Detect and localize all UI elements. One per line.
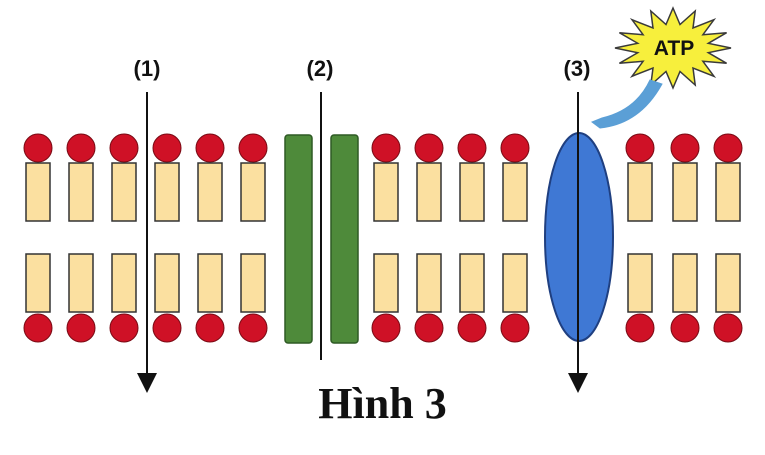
phospholipid-head-top	[713, 133, 743, 163]
phospholipid-tail-top	[154, 162, 180, 222]
phospholipid-head-top	[238, 133, 268, 163]
phospholipid-head-bottom	[500, 313, 530, 343]
phospholipid-tail-top	[373, 162, 399, 222]
starburst-icon	[614, 6, 732, 90]
phospholipid-head-top	[414, 133, 444, 163]
phospholipid-tail-top	[25, 162, 51, 222]
phospholipid-tail-bottom	[672, 253, 698, 313]
phospholipid-head-bottom	[66, 313, 96, 343]
curved-arrow-icon	[590, 79, 663, 129]
phospholipid-tail-bottom	[715, 253, 741, 313]
phospholipid-head-bottom	[238, 313, 268, 343]
phospholipid-tail-top	[627, 162, 653, 222]
phospholipid-head-bottom	[195, 313, 225, 343]
phospholipid-tail-bottom	[459, 253, 485, 313]
channel-protein-right	[330, 134, 359, 344]
phospholipid-head-bottom	[625, 313, 655, 343]
phospholipid-head-top	[457, 133, 487, 163]
phospholipid-tail-bottom	[627, 253, 653, 313]
phospholipid-head-top	[371, 133, 401, 163]
phospholipid-tail-bottom	[111, 253, 137, 313]
membrane-transport-diagram: (1) (2) (3) ATP	[23, 6, 743, 393]
phospholipid-tail-top	[715, 162, 741, 222]
phospholipid-tail-bottom	[240, 253, 266, 313]
atp-label: ATP	[654, 37, 694, 60]
phospholipid-tail-top	[672, 162, 698, 222]
phospholipid-head-top	[23, 133, 53, 163]
phospholipid-tail-bottom	[68, 253, 94, 313]
phospholipid-tail-bottom	[373, 253, 399, 313]
phospholipid-head-bottom	[371, 313, 401, 343]
phospholipid-head-bottom	[109, 313, 139, 343]
figure-caption: Hình 3	[318, 379, 447, 428]
phospholipid-tail-top	[111, 162, 137, 222]
phospholipid-tail-top	[502, 162, 528, 222]
channel-protein-left	[284, 134, 313, 344]
phospholipid-head-bottom	[713, 313, 743, 343]
path-1-label: (1)	[134, 56, 161, 81]
path-3-label: (3)	[564, 56, 591, 81]
channel-protein	[284, 134, 359, 344]
phospholipid-head-top	[625, 133, 655, 163]
phospholipid-head-top	[195, 133, 225, 163]
phospholipid-head-top	[500, 133, 530, 163]
phospholipid-head-bottom	[457, 313, 487, 343]
atp-burst: ATP	[614, 6, 732, 90]
phospholipid-head-bottom	[23, 313, 53, 343]
phospholipid-bilayer	[23, 133, 743, 343]
phospholipid-tail-top	[68, 162, 94, 222]
phospholipid-tail-top	[197, 162, 223, 222]
phospholipid-tail-bottom	[502, 253, 528, 313]
phospholipid-head-top	[152, 133, 182, 163]
phospholipid-tail-top	[459, 162, 485, 222]
phospholipid-head-bottom	[414, 313, 444, 343]
phospholipid-tail-bottom	[197, 253, 223, 313]
phospholipid-tail-bottom	[154, 253, 180, 313]
phospholipid-head-top	[109, 133, 139, 163]
path-2-label: (2)	[307, 56, 334, 81]
phospholipid-head-bottom	[670, 313, 700, 343]
phospholipid-head-bottom	[152, 313, 182, 343]
phospholipid-tail-top	[416, 162, 442, 222]
phospholipid-tail-top	[240, 162, 266, 222]
phospholipid-tail-bottom	[416, 253, 442, 313]
phospholipid-tail-bottom	[25, 253, 51, 313]
phospholipid-head-top	[670, 133, 700, 163]
phospholipid-head-top	[66, 133, 96, 163]
